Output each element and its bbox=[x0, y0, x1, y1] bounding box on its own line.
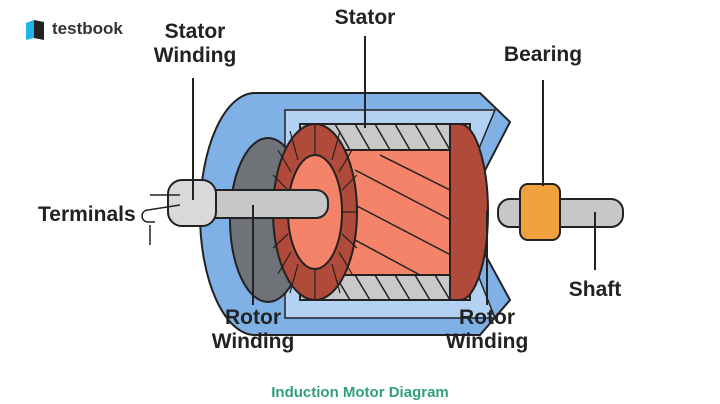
diagram-caption: Induction Motor Diagram bbox=[271, 384, 449, 401]
label-stator: Stator bbox=[334, 6, 396, 29]
terminal-wires bbox=[141, 194, 181, 245]
bearing bbox=[519, 183, 561, 241]
label-terminals: Terminals bbox=[38, 203, 136, 226]
label-shaft: Shaft bbox=[568, 278, 622, 301]
shaft-left bbox=[199, 189, 329, 219]
testbook-logo: testbook bbox=[24, 18, 123, 40]
label-rotor-winding-right: Rotor Winding bbox=[445, 306, 529, 353]
brand-name: testbook bbox=[52, 19, 123, 38]
label-bearing: Bearing bbox=[503, 43, 583, 66]
book-icon bbox=[26, 20, 44, 40]
label-rotor-winding-left: Rotor Winding bbox=[211, 306, 295, 353]
label-stator-winding: Stator Winding bbox=[153, 20, 237, 67]
